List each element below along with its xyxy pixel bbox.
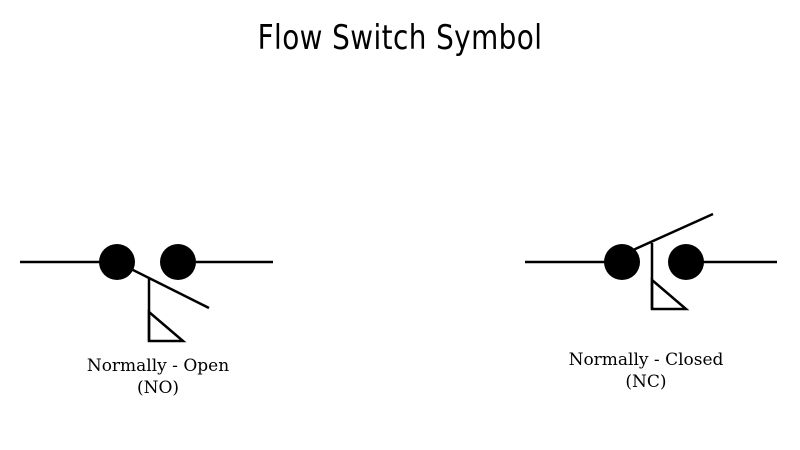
nc-left-contact: [604, 244, 640, 280]
nc-switch-blade: [621, 212, 714, 257]
nc-flow-paddle: [650, 277, 690, 311]
normally-open-abbr: (NO): [136, 378, 180, 398]
normally-open-label: Normally - Open: [86, 356, 230, 376]
no-flow-paddle: [147, 309, 187, 343]
normally-closed-label: Normally - Closed: [568, 350, 724, 370]
normally-closed-caption: Normally - Closed (NC): [546, 349, 746, 393]
no-switch-blade: [116, 260, 210, 310]
nc-right-contact: [668, 244, 704, 280]
normally-open-symbol: [20, 244, 273, 343]
page-title: Flow Switch Symbol: [257, 18, 543, 58]
no-right-contact: [160, 244, 196, 280]
normally-open-caption: Normally - Open (NO): [58, 355, 258, 399]
normally-closed-symbol: [525, 212, 777, 311]
normally-closed-abbr: (NC): [625, 372, 667, 392]
